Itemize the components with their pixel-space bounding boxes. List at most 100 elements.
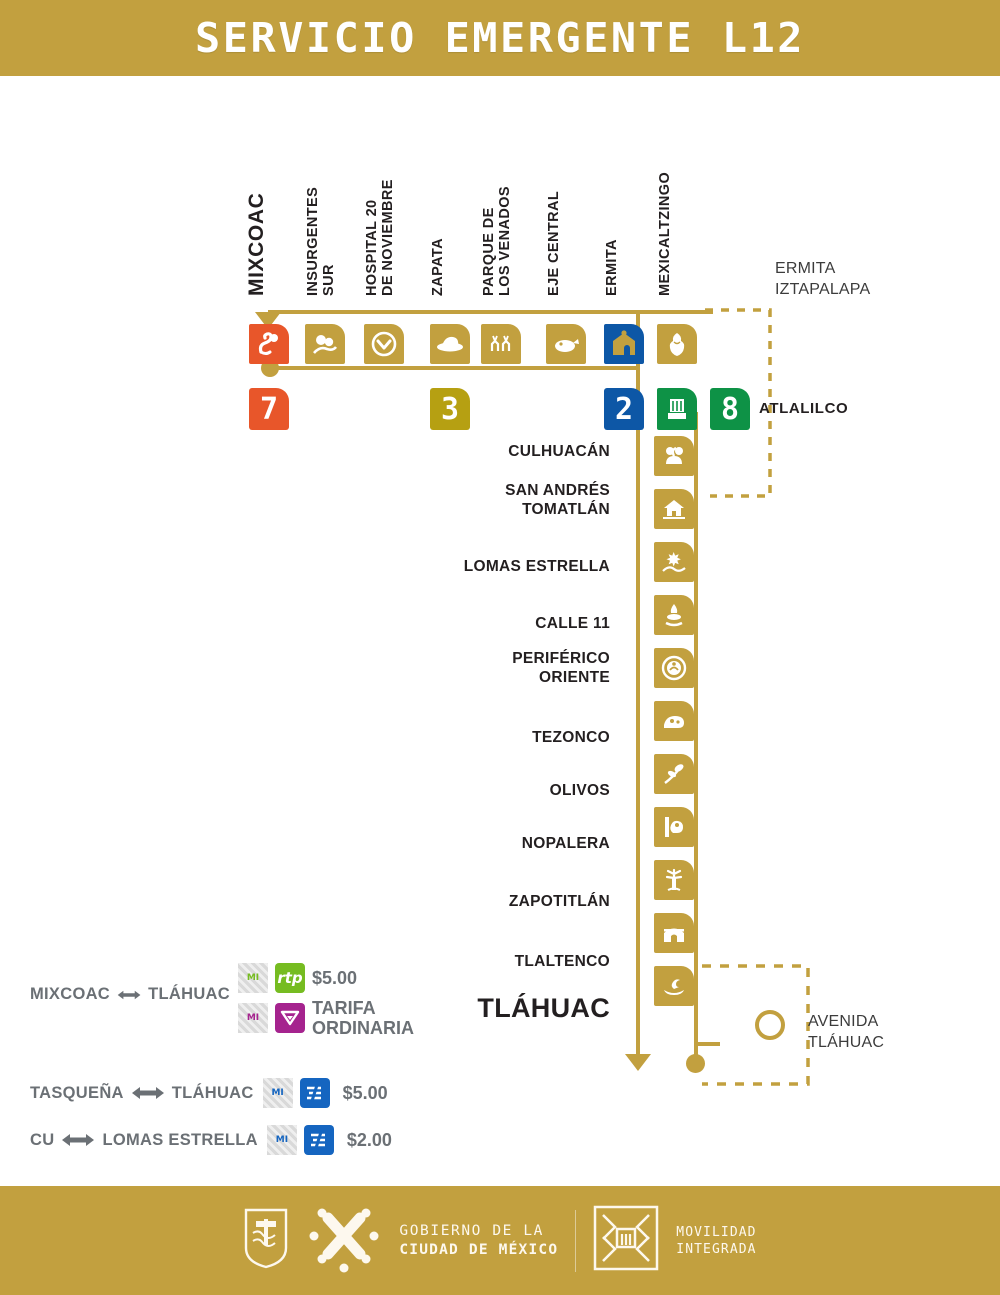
station-icon-zapata[interactable] xyxy=(430,324,470,364)
fare-row-mixcoac-tlahuac: MIXCOAC TLÁHUAC xyxy=(30,985,230,1004)
station-label-periferico-oriente: PERIFÉRICO ORIENTE xyxy=(512,650,610,686)
label-ermita-iztapalapa: ERMITA IZTAPALAPA xyxy=(775,260,871,298)
cdmx-logo-icon xyxy=(306,1200,382,1281)
gobierno-line-2: CIUDAD DE MÉXICO xyxy=(399,1241,559,1258)
fare-origin: CU xyxy=(30,1130,55,1149)
route-map: MIXCOAC INSURGENTES SUR HOSPITAL 20 DE N… xyxy=(0,76,1000,1186)
movilidad-integrada-wordmark: MOVILIDAD INTEGRADA xyxy=(676,1224,756,1258)
station-label-nopalera: NOPALERA xyxy=(521,835,610,852)
fare-option-tren-ligero: MI $2.00 xyxy=(266,1125,392,1155)
label-avenida-tlahuac: AVENIDA TLÁHUAC xyxy=(808,1013,885,1051)
movilidad-integrada-chip-icon: MI xyxy=(238,1003,268,1033)
station-icon-parque-de-los-venados[interactable] xyxy=(481,324,521,364)
station-label-zapotitlan: ZAPOTITLÁN xyxy=(508,893,610,910)
line-badge-2[interactable]: 2 xyxy=(604,388,644,430)
station-icon-mixcoac[interactable] xyxy=(249,324,289,364)
south-route-line xyxy=(636,370,640,1056)
fare-price-tren-ligero: $5.00 xyxy=(342,1083,388,1103)
gobierno-line-1: GOBIERNO DE LA xyxy=(399,1222,544,1239)
bidirectional-arrow-icon xyxy=(131,1087,164,1099)
station-icon-lomas-estrella[interactable] xyxy=(654,542,694,582)
station-label-calle-11: CALLE 11 xyxy=(535,615,610,632)
branch-terminus-stem xyxy=(694,1028,698,1058)
fare-options-mixcoac-tlahuac: MI rtp $5.00 MI TARIFA ORDINARIA xyxy=(238,963,414,1038)
station-icon-hospital-20-noviembre[interactable] xyxy=(364,324,404,364)
station-label-tlaltenco: TLALTENCO xyxy=(514,953,610,970)
atlalilco-branch-line xyxy=(694,412,698,1046)
station-icon-calle-11[interactable] xyxy=(654,595,694,635)
metrobus-logo-icon xyxy=(275,1003,305,1033)
station-icon-zapotitlan[interactable] xyxy=(654,860,694,900)
fare-route-mixcoac-tlahuac: MIXCOAC TLÁHUAC xyxy=(30,985,230,1004)
fare-row-tasquena-tlahuac: TASQUEÑA TLÁHUAC MI $5.00 xyxy=(30,1078,388,1108)
gobierno-cdmx-wordmark: GOBIERNO DE LA CIUDAD DE MÉXICO xyxy=(399,1222,558,1260)
rtp-logo-icon: rtp xyxy=(275,963,305,993)
bidirectional-arrow-icon xyxy=(117,990,141,999)
footer-band: GOBIERNO DE LA CIUDAD DE MÉXICO MOVILIDA… xyxy=(0,1186,1000,1295)
fare-price-tren-ligero: $2.00 xyxy=(346,1130,392,1150)
station-label-hospital-20-noviembre: HOSPITAL 20 DE NOVIEMBRE xyxy=(364,179,396,296)
fare-price-rtp: $5.00 xyxy=(312,968,358,988)
station-label-zapata: ZAPATA xyxy=(430,238,446,296)
cdmx-coat-of-arms-icon xyxy=(243,1207,289,1274)
bidirectional-arrow-icon xyxy=(62,1134,95,1146)
station-icon-culhuacan[interactable] xyxy=(654,436,694,476)
branch-terminus-dot xyxy=(686,1054,705,1073)
station-label-eje-central: EJE CENTRAL xyxy=(546,190,562,296)
fare-option-metrobus: MI TARIFA ORDINARIA xyxy=(238,998,414,1038)
station-label-ermita: ERMITA xyxy=(604,239,620,296)
fare-destination: TLÁHUAC xyxy=(171,1083,254,1102)
tren-ligero-logo-icon xyxy=(303,1125,334,1155)
footer-divider xyxy=(575,1209,577,1272)
station-icon-nopalera[interactable] xyxy=(654,807,694,847)
station-icon-atlalilco[interactable] xyxy=(657,388,697,430)
station-icon-san-andres-tomatlan[interactable] xyxy=(654,489,694,529)
header-band: SERVICIO EMERGENTE L12 xyxy=(0,0,1000,76)
fare-option-rtp: MI rtp $5.00 xyxy=(238,963,414,993)
station-icon-tlaltenco[interactable] xyxy=(654,913,694,953)
label-atlalilco: ATLALILCO xyxy=(759,400,849,417)
station-label-mixcoac: MIXCOAC xyxy=(245,192,268,296)
line-badge-7[interactable]: 7 xyxy=(249,388,289,430)
station-icon-tlahuac[interactable] xyxy=(654,966,694,1006)
station-icon-insurgentes-sur[interactable] xyxy=(305,324,345,364)
fare-option-tren-ligero: MI $5.00 xyxy=(262,1078,388,1108)
line-badge-3[interactable]: 3 xyxy=(430,388,470,430)
fare-destination: TLÁHUAC xyxy=(148,985,230,1003)
station-icon-olivos[interactable] xyxy=(654,754,694,794)
station-label-insurgentes-sur: INSURGENTES SUR xyxy=(305,186,337,296)
top-route-line xyxy=(268,310,713,314)
movilidad-line-2: INTEGRADA xyxy=(676,1241,757,1257)
station-icon-mexicaltzingo[interactable] xyxy=(657,324,697,364)
fare-origin: TASQUEÑA xyxy=(30,1083,124,1102)
lower-route-line xyxy=(268,366,640,370)
movilidad-integrada-logo-icon xyxy=(593,1205,659,1276)
route-arrow-tlahuac-icon xyxy=(625,1054,651,1071)
movilidad-line-1: MOVILIDAD xyxy=(676,1224,757,1240)
station-label-parque-de-los-venados: PARQUE DE LOS VENADOS xyxy=(481,186,513,296)
station-icon-tezonco[interactable] xyxy=(654,701,694,741)
station-label-lomas-estrella: LOMAS ESTRELLA xyxy=(463,558,610,575)
ermita-iztapalapa-dashed-path xyxy=(705,308,772,498)
fare-route-cu-lomas-estrella: CU LOMAS ESTRELLA xyxy=(30,1131,258,1150)
fare-price-metrobus: TARIFA ORDINARIA xyxy=(312,998,414,1038)
station-icon-eje-central[interactable] xyxy=(546,324,586,364)
station-icon-ermita[interactable] xyxy=(604,324,644,364)
line-badge-8[interactable]: 8 xyxy=(710,388,750,430)
movilidad-integrada-chip-icon: MI xyxy=(238,963,268,993)
fare-row-cu-lomas-estrella: CU LOMAS ESTRELLA MI $2.00 xyxy=(30,1125,392,1155)
avenida-tlahuac-dashed-box xyxy=(702,964,810,1086)
page-title: SERVICIO EMERGENTE L12 xyxy=(194,14,806,62)
fare-destination: LOMAS ESTRELLA xyxy=(102,1130,258,1149)
station-label-tlahuac: TLÁHUAC xyxy=(477,993,610,1023)
station-icon-periferico-oriente[interactable] xyxy=(654,648,694,688)
fare-route-tasquena-tlahuac: TASQUEÑA TLÁHUAC xyxy=(30,1084,254,1103)
movilidad-integrada-chip-icon: MI xyxy=(262,1078,293,1108)
station-label-olivos: OLIVOS xyxy=(549,782,610,799)
station-label-mexicaltzingo: MEXICALTZINGO xyxy=(657,171,673,296)
station-label-tezonco: TEZONCO xyxy=(532,729,610,746)
atlalilco-branch-foot xyxy=(694,1042,720,1046)
station-label-san-andres-tomatlan: SAN ANDRÉS TOMATLÁN xyxy=(505,482,610,518)
movilidad-integrada-chip-icon: MI xyxy=(266,1125,297,1155)
tren-ligero-logo-icon xyxy=(299,1078,330,1108)
